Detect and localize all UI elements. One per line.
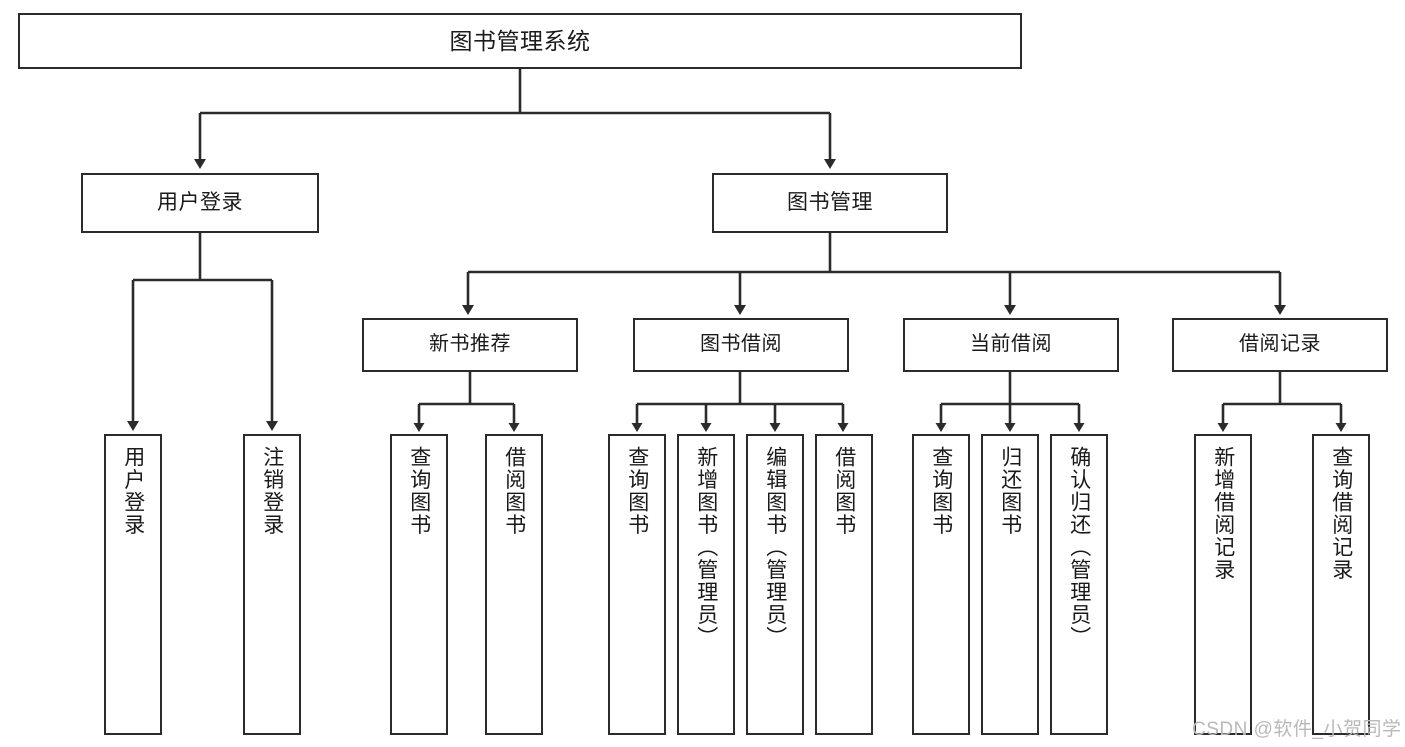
node-borrow-record[interactable]: 借阅记录 [1172, 318, 1388, 372]
leaf-borrow-book-2[interactable]: 借阅图书 [815, 434, 873, 735]
leaf-confirm-return-label: 确认归还（管理员） [1067, 446, 1091, 649]
leaf-edit-book-label: 编辑图书（管理员） [763, 446, 787, 649]
leaf-edit-book[interactable]: 编辑图书（管理员） [746, 434, 804, 735]
leaf-logout[interactable]: 注销登录 [243, 434, 301, 735]
leaf-borrow-book-1[interactable]: 借阅图书 [485, 434, 543, 735]
node-book-borrow[interactable]: 图书借阅 [633, 318, 849, 372]
node-user-login[interactable]: 用户登录 [81, 173, 319, 233]
node-book-manage[interactable]: 图书管理 [712, 173, 948, 233]
node-root-label: 图书管理系统 [449, 27, 591, 54]
leaf-user-login-label: 用户登录 [121, 446, 145, 536]
leaf-query-book-1[interactable]: 查询图书 [390, 434, 448, 735]
leaf-logout-label: 注销登录 [260, 446, 284, 536]
node-current-borrow-label: 当前借阅 [970, 333, 1052, 356]
leaf-add-record-label: 新增借阅记录 [1211, 446, 1235, 581]
leaf-add-book[interactable]: 新增图书（管理员） [677, 434, 735, 735]
node-borrow-record-label: 借阅记录 [1239, 333, 1321, 356]
leaf-user-login[interactable]: 用户登录 [104, 434, 162, 735]
leaf-return-book[interactable]: 归还图书 [981, 434, 1039, 735]
leaf-query-book-2-label: 查询图书 [625, 446, 649, 536]
node-book-manage-label: 图书管理 [787, 190, 873, 214]
leaf-confirm-return[interactable]: 确认归还（管理员） [1050, 434, 1108, 735]
leaf-borrow-book-2-label: 借阅图书 [832, 446, 856, 536]
node-root[interactable]: 图书管理系统 [18, 13, 1022, 69]
leaf-add-record[interactable]: 新增借阅记录 [1194, 434, 1252, 735]
leaf-query-book-3-label: 查询图书 [929, 446, 953, 536]
leaf-query-record-label: 查询借阅记录 [1329, 446, 1353, 581]
node-book-borrow-label: 图书借阅 [700, 333, 782, 356]
leaf-borrow-book-1-label: 借阅图书 [502, 446, 526, 536]
node-user-login-label: 用户登录 [157, 190, 243, 214]
node-new-book-recommend-label: 新书推荐 [429, 333, 511, 356]
leaf-query-book-3[interactable]: 查询图书 [912, 434, 970, 735]
leaf-return-book-label: 归还图书 [998, 446, 1022, 536]
leaf-query-record[interactable]: 查询借阅记录 [1312, 434, 1370, 735]
node-new-book-recommend[interactable]: 新书推荐 [362, 318, 578, 372]
leaf-query-book-2[interactable]: 查询图书 [608, 434, 666, 735]
leaf-query-book-1-label: 查询图书 [407, 446, 431, 536]
leaf-add-book-label: 新增图书（管理员） [694, 446, 718, 649]
csdn-watermark: CSDN @软件_小贺同学 [1192, 719, 1402, 740]
node-current-borrow[interactable]: 当前借阅 [903, 318, 1119, 372]
